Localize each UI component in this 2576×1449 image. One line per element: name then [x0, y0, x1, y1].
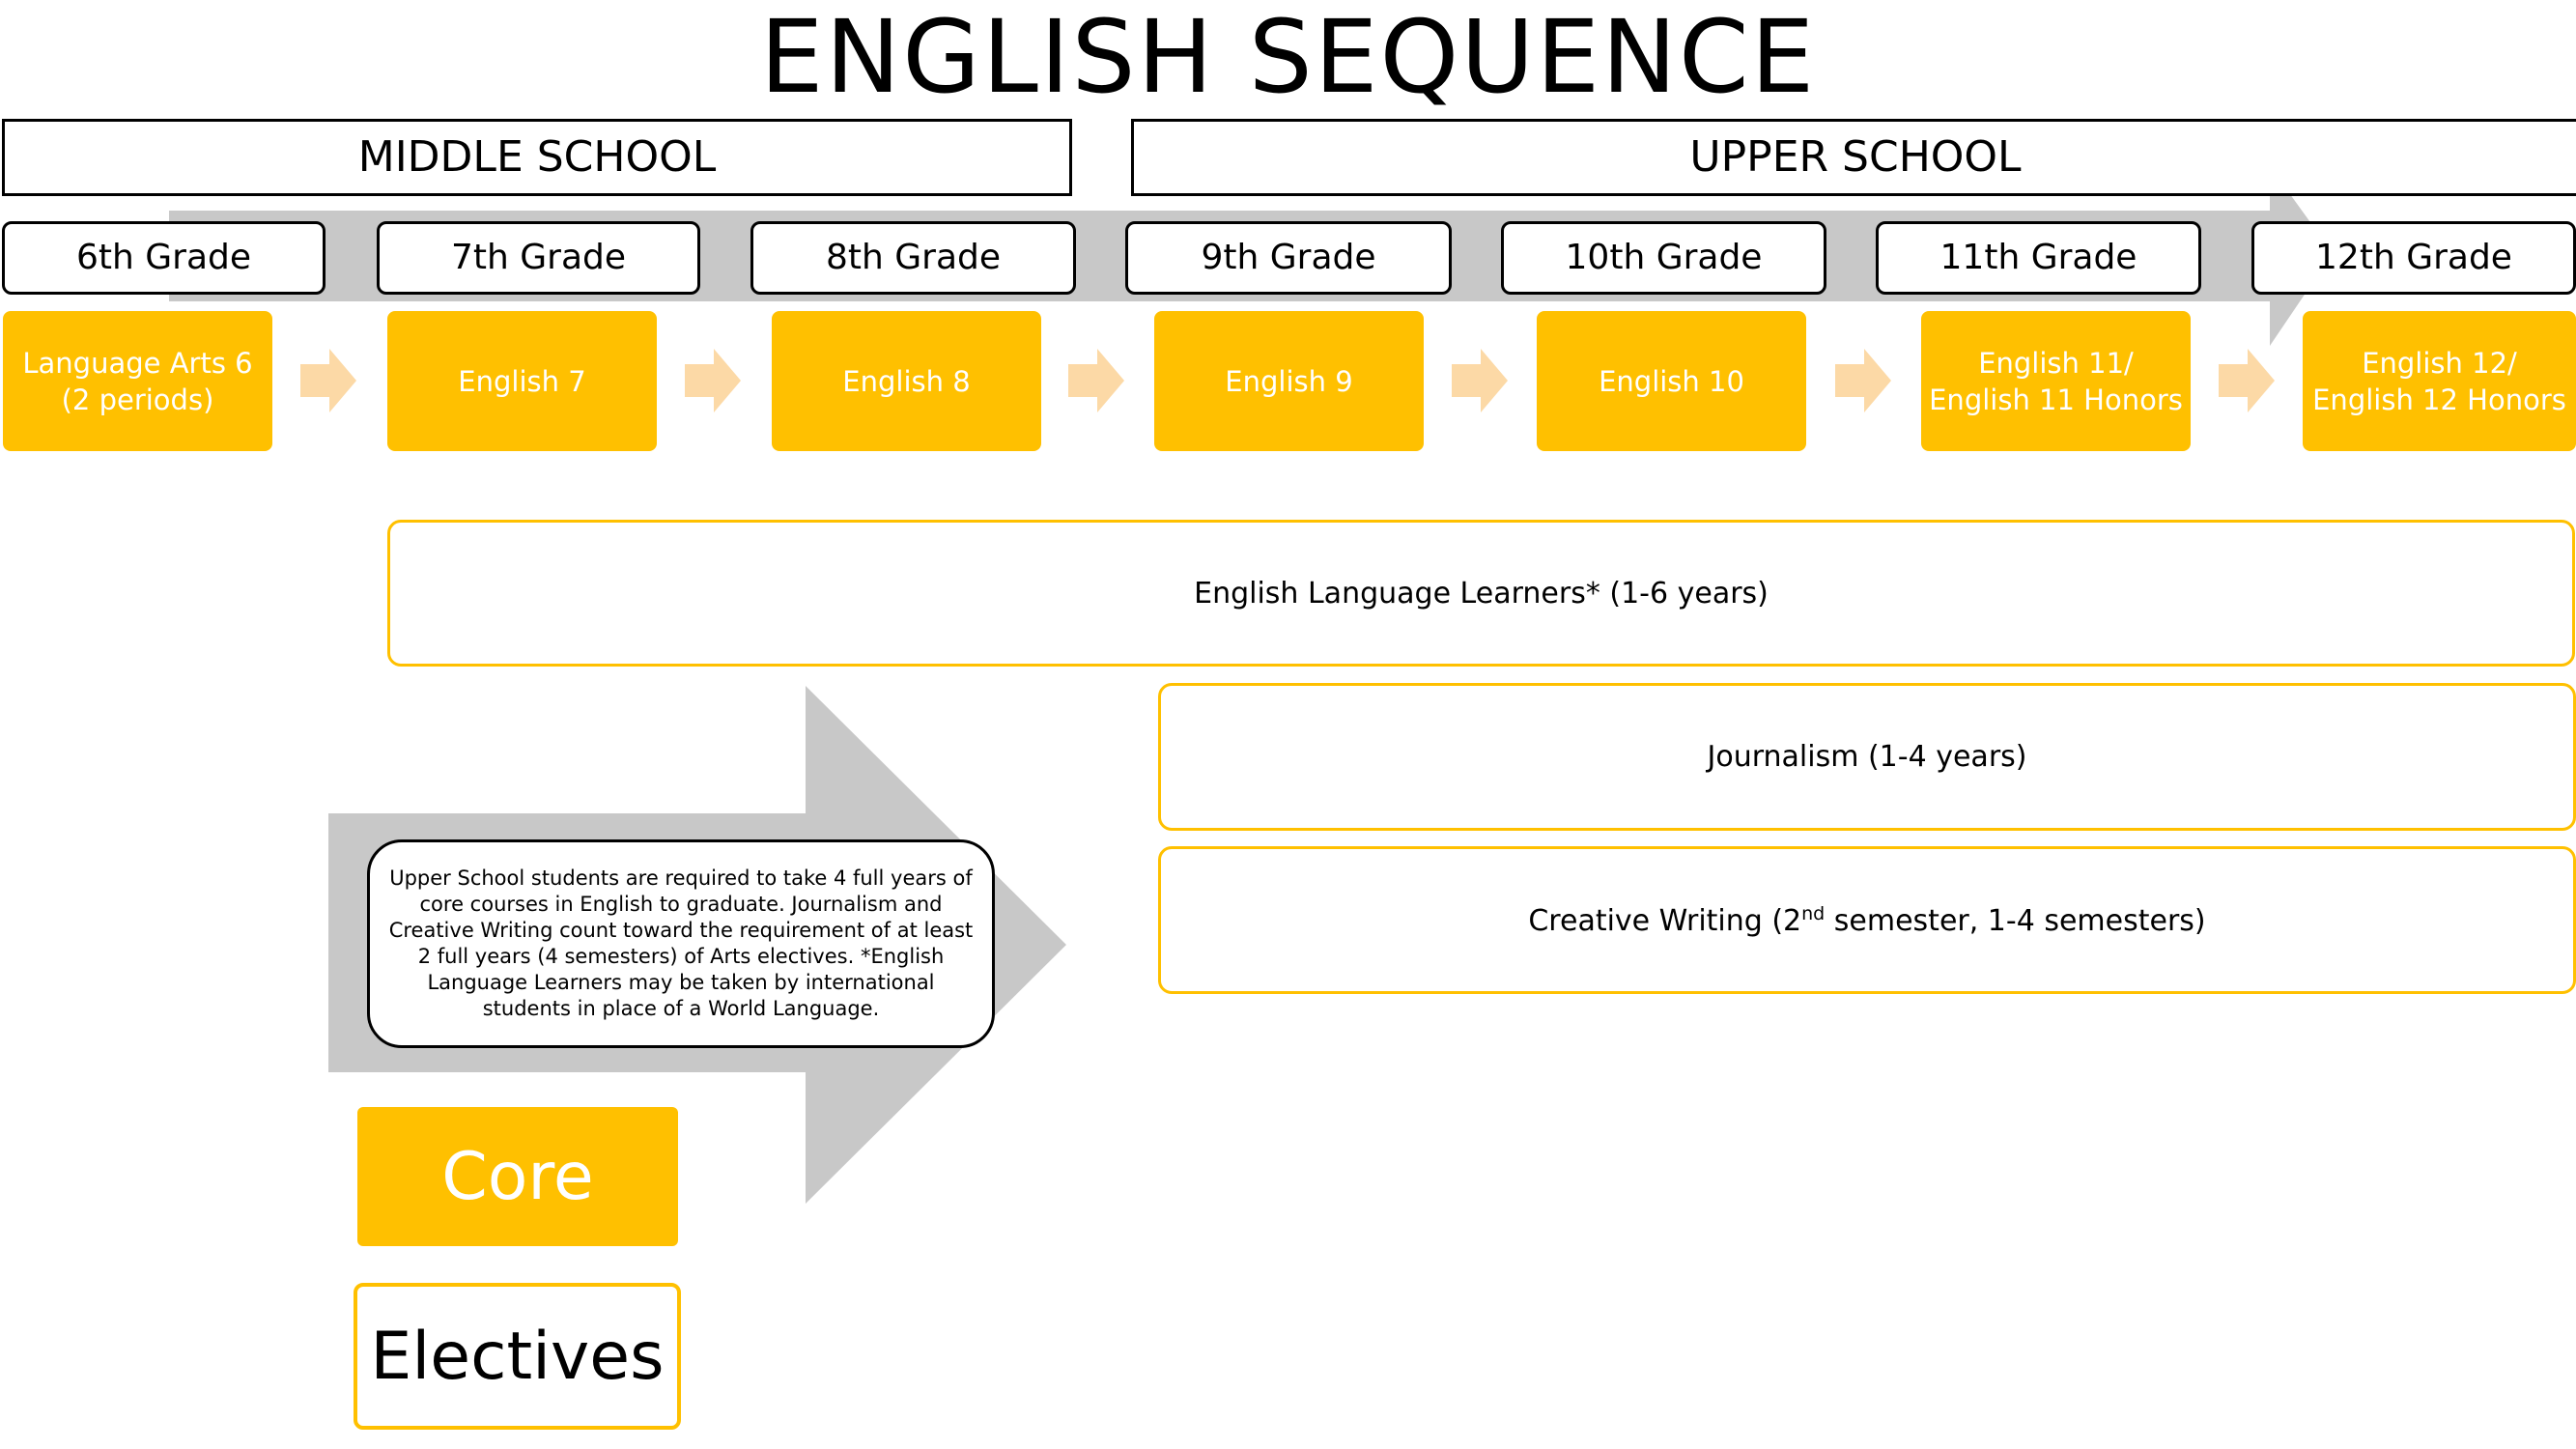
grade-10: 10th Grade [1501, 221, 1826, 295]
requirements-note: Upper School students are required to ta… [367, 839, 995, 1048]
grade-8: 8th Grade [750, 221, 1076, 295]
chevron-arrow-icon [685, 349, 741, 412]
core-course-7: English 7 [387, 311, 657, 451]
grade-9: 9th Grade [1125, 221, 1452, 295]
cw-sup: nd [1801, 902, 1826, 924]
core-course-11: English 11/ English 11 Honors [1921, 311, 2191, 451]
elective-ell-label: English Language Learners* (1-6 years) [1194, 576, 1769, 611]
elective-creative-writing-label: Creative Writing (2nd semester, 1-4 seme… [1528, 903, 2205, 938]
legend-core-label: Core [441, 1138, 594, 1215]
elective-creative-writing: Creative Writing (2nd semester, 1-4 seme… [1158, 846, 2576, 994]
legend-electives-label: Electives [370, 1318, 665, 1395]
middle-school-header: MIDDLE SCHOOL [2, 119, 1072, 196]
grade-12: 12th Grade [2251, 221, 2576, 295]
chevron-arrow-icon [1452, 349, 1508, 412]
grade-7: 7th Grade [377, 221, 700, 295]
cw-suffix: semester, 1-4 semesters) [1825, 903, 2206, 938]
chevron-arrow-icon [1068, 349, 1124, 412]
legend-electives: Electives [354, 1283, 681, 1430]
legend-core: Core [357, 1107, 678, 1246]
core-course-10: English 10 [1537, 311, 1806, 451]
core-course-6: Language Arts 6 (2 periods) [3, 311, 272, 451]
chevron-arrow-icon [2219, 349, 2275, 412]
cw-prefix: Creative Writing (2 [1528, 903, 1802, 938]
grade-11: 11th Grade [1876, 221, 2201, 295]
core-course-9: English 9 [1154, 311, 1424, 451]
core-course-12: English 12/ English 12 Honors [2303, 311, 2576, 451]
chevron-arrow-icon [300, 349, 356, 412]
chevron-arrow-icon [1835, 349, 1891, 412]
elective-ell: English Language Learners* (1-6 years) [387, 520, 2575, 667]
elective-journalism-label: Journalism (1-4 years) [1707, 740, 2027, 774]
elective-journalism: Journalism (1-4 years) [1158, 683, 2576, 831]
core-course-8: English 8 [772, 311, 1041, 451]
grade-6: 6th Grade [2, 221, 326, 295]
page-title: ENGLISH SEQUENCE [759, 0, 1817, 116]
upper-school-header: UPPER SCHOOL [1131, 119, 2576, 196]
requirements-note-text: Upper School students are required to ta… [388, 867, 974, 1020]
